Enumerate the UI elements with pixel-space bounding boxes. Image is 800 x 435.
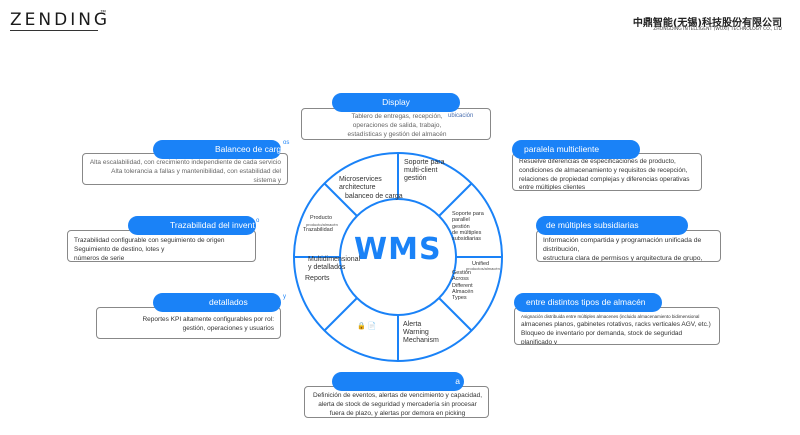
segment-reports: Reports: [305, 275, 330, 282]
card-multi-client: Resuelve diferencias de especificaciones…: [512, 153, 702, 191]
segment-product-sub: producto/almacén: [306, 222, 338, 227]
card-subsidiaries-text: Información compartida y programación un…: [543, 237, 703, 262]
spoke-top-left: [323, 182, 358, 217]
pill-reports-extra: y: [283, 294, 286, 300]
pill-traceability: Trazabilidad del invent: [128, 216, 256, 235]
segment-unified-sub: productos/almacén: [466, 266, 500, 271]
logo-underline: [10, 30, 98, 31]
segment-parallel: Soporte para parallel gestión de múltipl…: [452, 211, 484, 243]
segment-warning: Alerta Warning Mechanism: [403, 321, 439, 345]
pill-display: Display: [332, 93, 460, 112]
company-name-english: ZHONGDING INTELLIGENT (WUXI) TECHNOLOGY …: [653, 27, 782, 32]
trademark-mark: ™: [100, 10, 106, 16]
pill-warehouse-types: entre distintos tipos de almacén: [514, 293, 662, 312]
card-display: Tablero de entregas, recepción, operacio…: [301, 108, 491, 140]
segment-across-warehouses: Gestión Across Different Almacén Types: [452, 270, 474, 302]
card-traceability: Trazabilidad configurable con seguimient…: [67, 230, 256, 262]
segment-multidimensional: Multidimensional y detallados: [308, 256, 361, 272]
card-warehouse-types: Asignación distribuida entre múltiples a…: [514, 307, 720, 345]
card-warehouse-types-small: Asignación distribuida entre múltiples a…: [521, 314, 700, 319]
segment-traceability: Trazabilidad: [303, 227, 333, 233]
card-reports: Reportes KPI altamente configurables por…: [96, 307, 281, 339]
wms-center-label: WMS: [354, 232, 442, 267]
spoke-bottom-left: [323, 297, 358, 332]
pill-reports: detallados: [153, 293, 281, 312]
pill-load-balancing-extra: os: [283, 140, 290, 146]
card-traceability-text: Trazabilidad configurable con seguimient…: [74, 237, 225, 262]
spoke-bottom-right: [438, 297, 473, 332]
segment-icons: 🔒 📄: [357, 323, 377, 330]
pill-traceability-extra: o: [256, 218, 260, 224]
segment-load-balancing: balanceo de carga: [345, 193, 403, 200]
company-logo: ZENDING: [10, 10, 111, 30]
segment-unified: Unified: [472, 261, 490, 267]
card-subsidiaries: Información compartida y programación un…: [536, 230, 721, 262]
pill-warning: a: [332, 372, 464, 391]
segment-microservices: Microservices architecture: [339, 176, 382, 192]
card-warning: Definición de eventos, alertas de vencim…: [304, 386, 489, 418]
card-warehouse-types-text: almacenes planos, gabinetes rotativos, r…: [521, 321, 711, 345]
card-load-balancing-text: Alta escalabilidad, con crecimiento inde…: [89, 159, 281, 184]
card-reports-text: Reportes KPI altamente configurables por…: [142, 316, 274, 332]
segment-multi-client: Soporte para multi-client gestión: [404, 159, 445, 183]
pill-display-extra: ubicación: [448, 113, 474, 119]
card-display-text: Tablero de entregas, recepción, operacio…: [347, 113, 447, 138]
segment-product: Producto: [310, 215, 333, 221]
pill-subsidiaries: de múltiples subsidiarias: [536, 216, 688, 235]
card-multi-client-text: Resuelve diferencias de especificaciones…: [519, 158, 690, 191]
company-name-chinese: 中鼎智能(无锡)科技股份有限公司: [632, 18, 782, 29]
pill-load-balancing: Balanceo de carga: [153, 140, 281, 159]
spoke-top-right: [438, 182, 473, 217]
pill-multi-client: paralela multicliente: [512, 140, 640, 159]
card-warning-text: Definición de eventos, alertas de vencim…: [312, 392, 483, 417]
